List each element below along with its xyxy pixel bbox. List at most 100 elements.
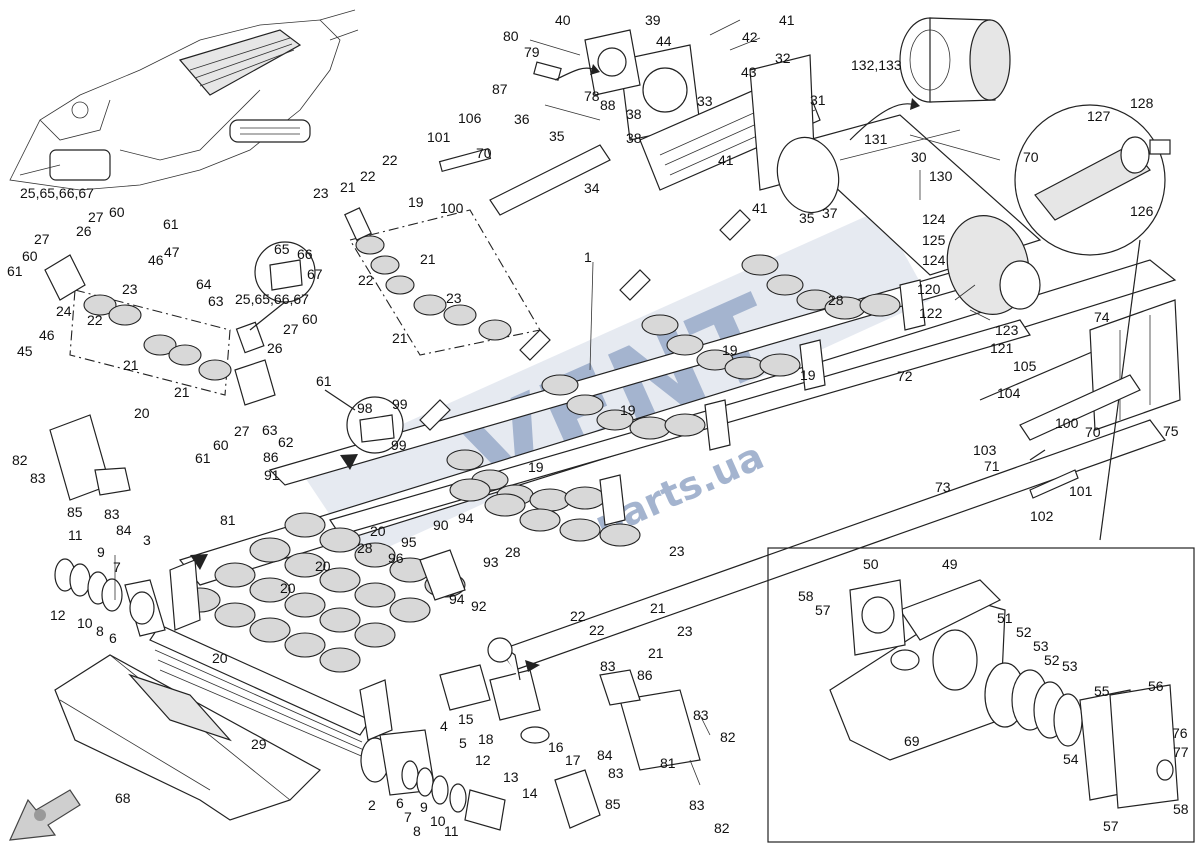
callout-120: 120 (917, 281, 941, 297)
callout-98: 98 (357, 400, 373, 416)
callout-93: 93 (483, 554, 499, 570)
callout-22a: 22 (382, 152, 398, 168)
callout-26a: 26 (76, 223, 92, 239)
callout-19a: 19 (408, 194, 424, 210)
callout-70b: 70 (1085, 424, 1101, 440)
callout-82c: 82 (714, 820, 730, 836)
callout-29: 29 (251, 736, 267, 752)
callout-66: 66 (297, 246, 313, 262)
callout-12a: 12 (50, 607, 66, 623)
callout-35a: 35 (549, 128, 565, 144)
callout-82b: 82 (720, 729, 736, 745)
callout-78: 78 (584, 88, 600, 104)
callout-7a: 7 (113, 559, 121, 575)
callout-88: 88 (600, 97, 616, 113)
callout-61d: 61 (195, 450, 211, 466)
callout-94b: 94 (449, 591, 465, 607)
callout-101a: 101 (427, 129, 451, 145)
callout-86b: 86 (637, 667, 653, 683)
callout-28c: 28 (505, 544, 521, 560)
callout-81b: 81 (660, 755, 676, 771)
callout-53b: 53 (1062, 658, 1078, 674)
callout-71: 71 (984, 458, 1000, 474)
callout-83e: 83 (693, 707, 709, 723)
callout-102: 102 (1030, 508, 1054, 524)
callout-73: 73 (935, 479, 951, 495)
callout-95: 95 (401, 534, 417, 550)
idler-detail-group-left (44, 254, 276, 406)
callout-123: 123 (995, 322, 1019, 338)
callout-5: 5 (459, 735, 467, 751)
callout-104: 104 (997, 385, 1021, 401)
callout-19d: 19 (528, 459, 544, 475)
callout-70a: 70 (476, 145, 492, 161)
callout-50: 50 (863, 556, 879, 572)
callout-83b: 83 (104, 506, 120, 522)
callout-13: 13 (503, 769, 519, 785)
callout-83c: 83 (600, 658, 616, 674)
callout-39: 39 (645, 12, 661, 28)
callout-23b: 23 (122, 281, 138, 297)
callout-43: 43 (741, 64, 757, 80)
callout-26b: 26 (267, 340, 283, 356)
callout-17: 17 (565, 752, 581, 768)
callout-15: 15 (458, 711, 474, 727)
callout-34: 34 (584, 180, 600, 196)
callout-51: 51 (997, 610, 1013, 626)
callout-60a: 60 (109, 204, 125, 220)
callout-124b: 124 (922, 252, 946, 268)
callout-94a: 94 (458, 510, 474, 526)
callout-55: 55 (1094, 683, 1110, 699)
callout-82a: 82 (12, 452, 28, 468)
callout-10a: 10 (77, 615, 93, 631)
callout-127: 127 (1087, 108, 1111, 124)
gear-motor (899, 17, 1011, 103)
callout-47: 47 (164, 244, 180, 260)
leader-lines (114, 19, 991, 786)
callout-106: 106 (458, 110, 482, 126)
callout-23a: 23 (313, 185, 329, 201)
callout-56: 56 (1148, 678, 1164, 694)
callout-70c: 70 (1023, 149, 1039, 165)
cylinders (438, 134, 1141, 499)
callout-27d: 27 (234, 423, 250, 439)
callout-28a: 28 (828, 292, 844, 308)
callout-63a: 63 (208, 293, 224, 309)
callout-22c: 22 (87, 312, 103, 328)
callout-30: 30 (911, 149, 927, 165)
callout-60b: 60 (22, 248, 38, 264)
navigation-arrow-icon (9, 789, 81, 841)
callout-58a: 58 (798, 588, 814, 604)
callout-38b: 38 (626, 130, 642, 146)
callout-125: 125 (922, 232, 946, 248)
callout-100b: 100 (1055, 415, 1079, 431)
callout-62: 62 (278, 434, 294, 450)
belt-loop (54, 654, 321, 821)
garland-idlers (149, 512, 466, 759)
callout-21c: 21 (174, 384, 190, 400)
callout-65: 65 (274, 241, 290, 257)
callout-57b: 57 (1103, 818, 1119, 834)
callout-77: 77 (1173, 744, 1189, 760)
callout-81a: 81 (220, 512, 236, 528)
callout-92: 92 (471, 598, 487, 614)
callout-7b: 7 (404, 809, 412, 825)
callout-21f: 21 (650, 600, 666, 616)
callout-40: 40 (555, 12, 571, 28)
callout-126: 126 (1130, 203, 1154, 219)
callout-42: 42 (742, 29, 758, 45)
callout-4: 4 (440, 718, 448, 734)
callout-10b: 10 (430, 813, 446, 829)
callout-27b: 27 (88, 209, 104, 225)
callout-61b: 61 (7, 263, 23, 279)
callout-131: 131 (864, 131, 888, 147)
callout-68: 68 (115, 790, 131, 806)
callout-76: 76 (1172, 725, 1188, 741)
callout-18: 18 (478, 731, 494, 747)
callout-103: 103 (973, 442, 997, 458)
callout-57a: 57 (815, 602, 831, 618)
callout-85a: 85 (67, 504, 83, 520)
callout-45: 45 (17, 343, 33, 359)
callout-67: 67 (307, 266, 323, 282)
callout-54: 54 (1063, 751, 1079, 767)
